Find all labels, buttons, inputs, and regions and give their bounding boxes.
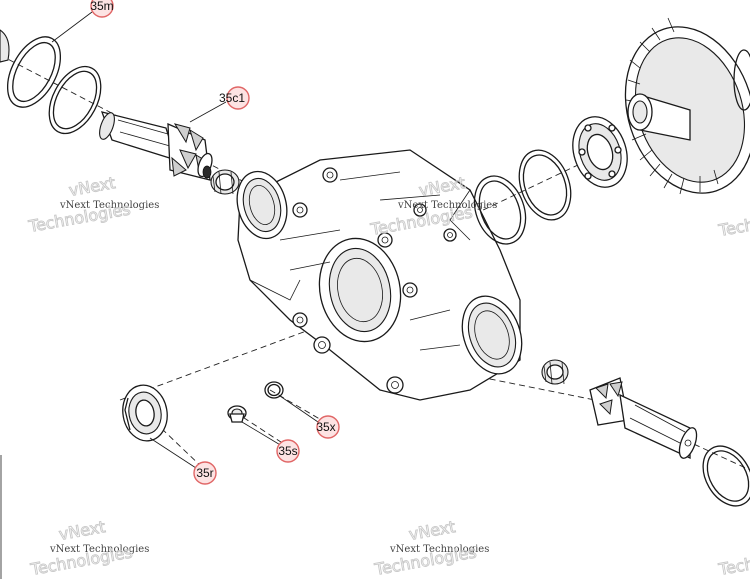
drain-plug-35s[interactable] [227,405,247,423]
callout-35m[interactable]: 35m [90,0,114,18]
callout-35s[interactable]: 35s [276,439,300,463]
ball-bearing-right[interactable] [564,110,636,195]
pinion-gear-35c1[interactable] [97,111,215,181]
differential-housing[interactable] [230,149,532,401]
callout-label: 35x [316,420,335,434]
ring-gear[interactable] [605,10,750,210]
callout-label: 35s [278,444,297,458]
watermark-outline: Technologies [716,203,750,240]
callout-label: 35m [90,0,113,13]
pinion-gear-right[interactable] [589,377,700,460]
o-ring-35x[interactable] [264,381,284,399]
watermark-text: vNext Technologies [49,544,149,555]
watermark-outline: Technologies [716,542,750,579]
callout-35r[interactable]: 35r [193,461,217,485]
needle-bearing-right[interactable] [541,359,569,385]
o-ring-right-upper[interactable] [510,143,580,227]
watermark-text: vNext Technologies [59,200,159,211]
watermark-text: vNext Technologies [389,544,489,555]
spacer-washer [202,165,212,179]
watermark-outline-top: vNext [67,173,116,200]
bearing-balls [578,124,622,180]
o-ring-left[interactable] [39,58,112,142]
callout-35x[interactable]: 35x [316,415,340,439]
needle-bearing-left[interactable] [210,169,240,195]
callout-label: 35r [196,466,213,480]
o-ring-bottom-right[interactable] [693,437,750,514]
o-ring-right-mid[interactable] [465,169,534,251]
watermark-text: vNext Technologies [397,200,497,211]
watermark-outline-top: vNext [407,517,456,544]
o-ring-far-right[interactable] [733,49,750,111]
oil-seal-35r[interactable] [118,382,171,445]
callout-label: 35c1 [219,91,245,105]
leader-lines [51,11,319,469]
watermark-outline-top: vNext [57,517,106,544]
seal-ring-35m[interactable] [0,28,71,116]
callout-35c1[interactable]: 35c1 [219,86,250,110]
